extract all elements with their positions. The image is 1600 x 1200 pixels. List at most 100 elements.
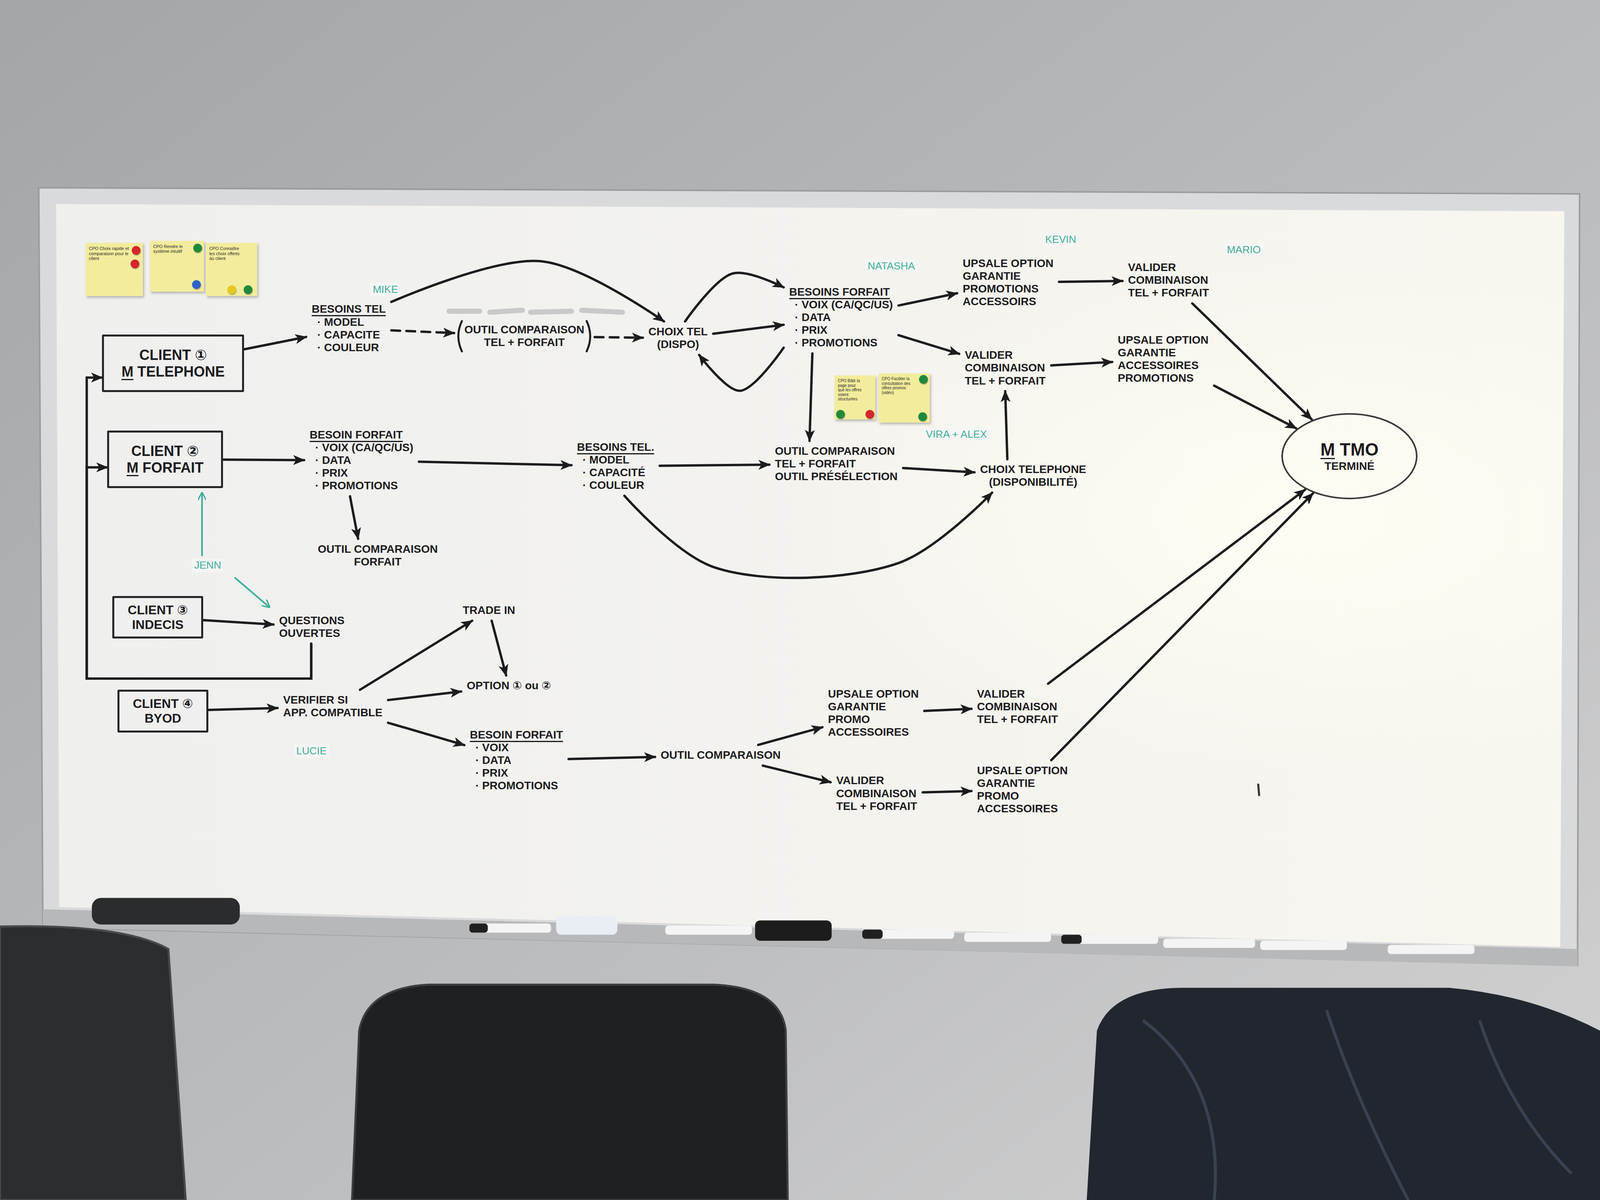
flow-arrow [684,273,784,322]
owner-name: JENN [191,558,224,573]
step-text: OUTIL COMPARAISONFORFAIT [312,538,444,573]
flow-arrow [223,459,304,460]
flow-arrow [713,324,784,334]
flow-arrow [699,347,784,391]
node-text: PROMO [976,789,1068,803]
leader-arrow [234,577,270,608]
node-text: TEL + FORFAIT [1128,286,1210,300]
node-text: ACCESSOIRES [976,802,1068,816]
step-text: UPSALE OPTIONGARANTIEACCESSOIRESPROMOTIO… [1112,329,1215,389]
step-text: BESOIN FORFAIT· VOIX (CA/QC/US)· DATA· P… [303,424,419,497]
flow-arrow [568,756,656,759]
node-text: · PRIX [309,466,414,480]
step-text: BESOINS FORFAIT· VOIX (CA/QC/US)· DATA· … [783,281,899,354]
flow-arrow [809,353,813,441]
flow-arrow [659,464,770,466]
node-text: PROMO [828,713,920,726]
marker [862,929,954,939]
heading-text: BESOINS TEL [311,302,386,316]
node-text: COMBINAISON [964,361,1046,375]
sticky-note: CPO Faciliter la consultation des offres… [878,373,930,423]
step-text: OPTION ① ou ② [461,675,557,697]
flow-arrow [203,620,274,625]
sticky-note: CPO Choix rapide et comparaison pour le … [85,242,143,297]
flow-arrow [208,707,278,710]
node-text: · DATA [309,453,414,467]
magnet-dot [918,412,927,422]
flow-arrow [350,496,358,539]
step-text: CHOIX TEL(DISPO) [642,321,714,355]
parenthesis-outline [458,321,591,352]
node-text: CPO Rendre le système intuitif [153,244,192,254]
step-text: TRADE IN [457,600,521,621]
node-text: VALIDER [836,774,918,787]
flow-arrow [898,293,958,306]
client-box: CLIENT ②M FORFAIT [107,430,224,489]
node-text: · CAPACITE [311,328,386,342]
board-surface [55,203,1565,947]
marker-tray [42,909,1578,967]
chair [0,926,186,1200]
node-text: COMBINAISON [836,787,918,800]
magnet-dot [919,375,928,384]
magnet-dot [193,243,202,253]
node-text: OUTIL COMPARAISON [660,748,781,762]
node-text: TEL + FORFAIT [976,713,1058,726]
step-text: VALIDERCOMBINAISONTEL + FORFAIT [971,683,1064,731]
node-text: TEL + FORFAIT [464,336,585,349]
node-text: · PROMOTIONS [309,479,414,493]
step-text: OUTIL COMPARAISONTEL + FORFAITOUTIL PRÉS… [769,440,904,488]
cleaner-bottle [555,916,618,935]
step-text: BESOIN FORFAIT· VOIX· DATA· PRIX· PROMOT… [464,724,569,797]
node-text: · PRIX [789,323,893,337]
eraser [755,920,832,941]
node-text: GARANTIE [1117,346,1209,360]
flow-arrow [924,708,972,711]
node-text: INDECIS [127,617,189,633]
node-text: OUTIL COMPARAISON [317,542,438,556]
step-text: UPSALE OPTIONGARANTIEPROMOTIONSACCESSOIR… [957,253,1060,313]
flow-arrow [1192,303,1312,420]
node-text: TRADE IN [462,603,516,617]
node-text: GARANTIE [828,700,920,714]
magnet-dot [130,259,140,269]
node-text: · VOIX (CA/QC/US) [789,298,893,312]
node-text: ACCESSOIRES [1117,359,1209,372]
node-text: ACCESSOIRES [828,725,920,739]
flow-arrow [594,336,643,338]
node-text: · DATA [789,311,893,324]
node-text: TEL + FORFAIT [964,374,1046,388]
node-text: TERMINÉ [1324,459,1375,473]
node-text: CLIENT ② [126,442,204,460]
node-text: VALIDER [976,687,1058,701]
node-text: OUVERTES [278,626,345,640]
client-box: CLIENT ③INDECIS [112,596,204,639]
tool-step: OUTIL COMPARAISONTEL + FORFAIT [453,319,595,353]
node-text: CHOIX TEL [648,325,708,339]
node-text: · VOIX [469,741,564,754]
step-text: CHOIX TELEPHONE(DISPONIBILITÉ) [974,459,1093,493]
flow-arrow [1051,493,1313,761]
flow-arrow [391,330,454,333]
heading-text: BESOINS TEL. [576,440,654,454]
marker [1260,940,1348,950]
chair [351,984,788,1200]
node-text: OUTIL PRÉSÉLECTION [775,470,898,483]
flow-arrow [624,492,993,579]
node-text: UPSALE OPTION [828,687,920,701]
flow-arrow [419,461,572,466]
step-text: QUESTIONSOUVERTES [273,610,350,644]
node-text: UPSALE OPTION [962,257,1054,270]
flow-arrow [1059,280,1123,282]
flow-arrow [491,620,507,676]
node-text: M FORFAIT [126,459,204,476]
node-text: QUESTIONS [278,614,345,627]
flow-arrow [903,467,975,473]
node-text: CPO Connaître les choix offerts au clien… [209,246,245,262]
flow-arrow [898,335,960,354]
step-text: UPSALE OPTIONGARANTIEPROMOACCESSOIRES [971,760,1074,820]
node-text: CPO Choix rapide et comparaison pour le … [88,246,131,262]
